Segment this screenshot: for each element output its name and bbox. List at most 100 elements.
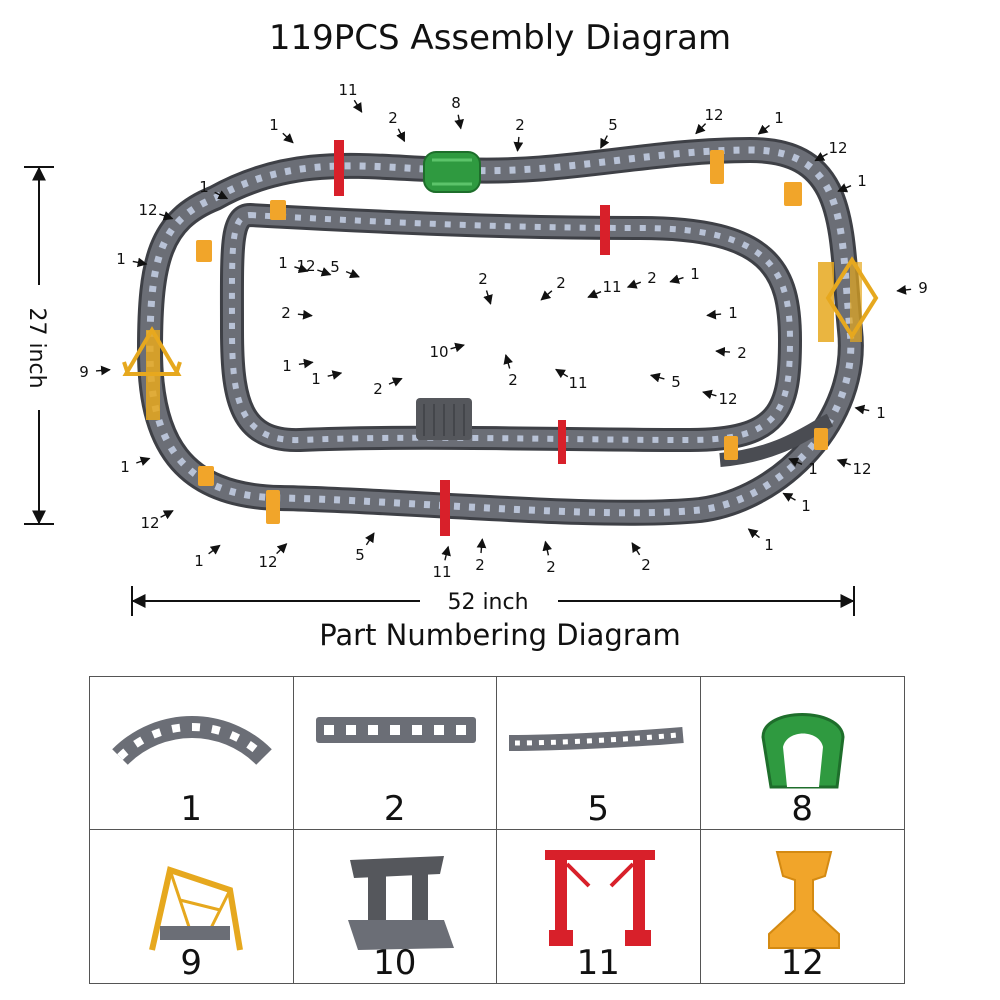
- callout-label: 2: [388, 109, 398, 127]
- curved-track-icon: [112, 716, 272, 766]
- callout-label: 1: [728, 304, 738, 322]
- callout-label: 1: [194, 552, 204, 570]
- callout-arrow: [788, 457, 803, 467]
- green-tunnel-icon: [423, 151, 481, 193]
- callout-label: 9: [918, 279, 928, 297]
- callout-label: 2: [281, 304, 291, 322]
- callout-label: 1: [876, 404, 886, 422]
- callout-arrow: [600, 135, 610, 149]
- part-number: 1: [180, 789, 203, 829]
- callout-arrow: [95, 365, 111, 376]
- callout-arrow: [297, 309, 313, 320]
- bridge-icon: [122, 256, 879, 420]
- callout-label: 1: [269, 116, 279, 134]
- callout-arrow: [649, 372, 665, 383]
- callout-label: 11: [568, 374, 587, 392]
- callout-label: 1: [857, 172, 867, 190]
- callout-arrow: [450, 342, 465, 353]
- callout-arrow: [352, 99, 363, 113]
- green-tunnel-icon: [760, 713, 845, 789]
- part-number: 2: [383, 789, 406, 829]
- callout-arrow: [587, 289, 602, 299]
- callout-arrow: [626, 279, 642, 289]
- callout-arrow: [555, 368, 569, 379]
- callout-label: 2: [556, 274, 566, 292]
- support-pier-icon: [767, 851, 840, 949]
- height-label: 27 inch: [24, 307, 49, 388]
- callout-label: 12: [138, 201, 157, 219]
- callout-label: 2: [508, 371, 518, 389]
- callout-label: 11: [602, 278, 621, 296]
- callout-arrow: [669, 274, 684, 284]
- callout-label: 1: [311, 370, 321, 388]
- red-gantry-icon: [334, 140, 610, 536]
- part-number: 12: [780, 943, 824, 983]
- callout-label: 5: [671, 373, 681, 391]
- part-cell-5: 5: [497, 677, 701, 830]
- callout-label: 1: [774, 109, 784, 127]
- callout-label: 11: [432, 563, 451, 581]
- inner-track-loop: [219, 202, 803, 453]
- callout-label: 5: [608, 116, 618, 134]
- parts-grid: 1 2 5 8: [89, 676, 905, 984]
- callout-arrow: [476, 538, 487, 554]
- callout-arrow: [282, 132, 294, 144]
- callout-arrow: [454, 114, 464, 130]
- callout-arrow: [782, 492, 796, 502]
- callout-arrow: [747, 528, 760, 539]
- callout-arrow: [695, 123, 707, 135]
- callout-label: 12: [718, 390, 737, 408]
- callout-arrow: [132, 257, 148, 268]
- callout-label: 2: [475, 556, 485, 574]
- callout-arrow: [317, 267, 332, 277]
- callout-label: 2: [478, 270, 488, 288]
- callout-label: 12: [258, 553, 277, 571]
- callout-label: 1: [120, 458, 130, 476]
- bridge-icon: [149, 866, 243, 951]
- callout-arrow: [854, 404, 870, 415]
- callout-arrow: [276, 543, 288, 555]
- callout-label: 9: [79, 363, 89, 381]
- callout-arrow: [631, 542, 641, 556]
- callout-arrow: [214, 190, 229, 200]
- callout-label: 2: [737, 344, 747, 362]
- callout-arrow: [483, 290, 493, 305]
- part-number: 9: [180, 943, 203, 983]
- callout-arrow: [396, 128, 406, 143]
- callout-label: 2: [647, 269, 657, 287]
- callout-label: 2: [641, 556, 651, 574]
- callout-label: 11: [338, 81, 357, 99]
- callout-label: 5: [355, 546, 365, 564]
- callout-arrow: [503, 354, 513, 369]
- callout-arrow: [706, 309, 722, 320]
- part-number: 5: [587, 789, 610, 829]
- part-cell-11: 11: [497, 830, 701, 983]
- main-title: 119PCS Assembly Diagram: [268, 18, 732, 58]
- height-dimension: 27 inch: [24, 166, 54, 525]
- callout-label: 1: [116, 250, 126, 268]
- callout-label: 12: [704, 106, 723, 124]
- outer-track-loop: [136, 136, 864, 526]
- callout-label: 12: [140, 514, 159, 532]
- callout-arrow: [836, 458, 851, 468]
- callout-label: 2: [373, 380, 383, 398]
- callout-arrow: [542, 540, 553, 556]
- callout-label: 1: [764, 536, 774, 554]
- parts-subtitle: Part Numbering Diagram: [319, 618, 681, 652]
- ramp-track: [719, 413, 834, 467]
- part-number: 10: [373, 943, 417, 983]
- callout-label: 1: [801, 497, 811, 515]
- part-cell-8: 8: [700, 677, 904, 830]
- part-number: 8: [791, 789, 814, 829]
- straight-track-icon: [315, 717, 476, 743]
- red-gantry-icon: [545, 850, 655, 946]
- flexible-track-icon: [508, 727, 684, 751]
- part-cell-9: 9: [90, 830, 294, 983]
- callout-arrow: [540, 290, 553, 301]
- station-icon: [416, 398, 472, 440]
- callout-arrow: [345, 269, 360, 279]
- callout-label: 1: [808, 460, 818, 478]
- callout-label: 1: [690, 265, 700, 283]
